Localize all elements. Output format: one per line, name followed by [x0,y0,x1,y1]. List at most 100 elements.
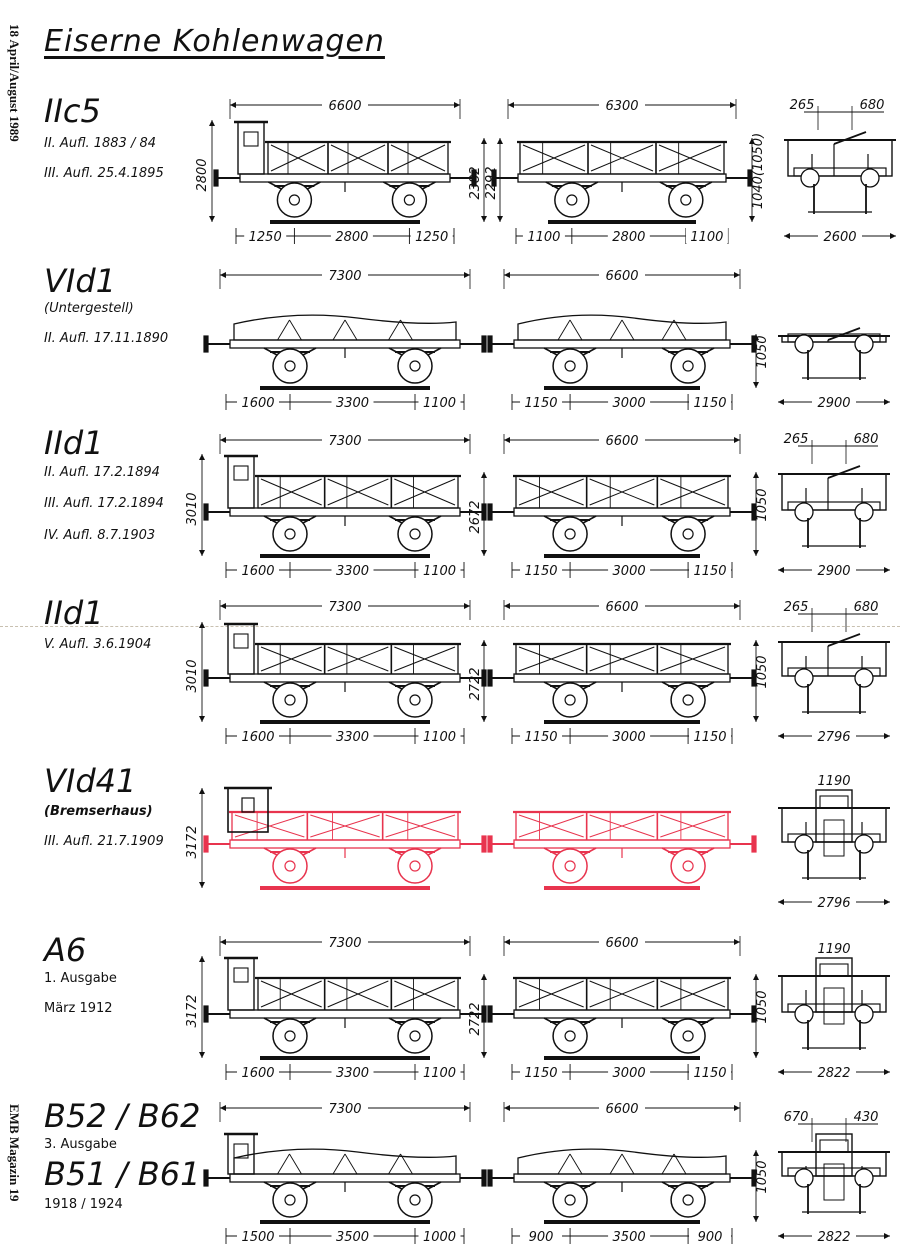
wheel [682,694,694,706]
drawing-line [344,319,358,341]
label-bg [818,227,862,243]
arrowhead [464,939,470,945]
drawing-line [609,319,623,341]
label-bg [599,932,645,948]
length-label: 7300 [328,936,361,951]
arrowhead [199,882,205,888]
drawing-line [400,1153,413,1175]
drawing-line [277,319,290,341]
label-bg [599,1098,645,1114]
height-label: 1050 [755,1160,770,1193]
drawing-line [569,319,583,341]
label-bg [237,1227,279,1243]
drawing-rect [203,1005,209,1023]
wheel [682,528,694,540]
drawing-line [660,478,726,506]
drawing-rect [203,503,209,521]
wheel [854,834,874,854]
rail [544,886,700,890]
label-bg [812,893,856,909]
arrowhead [734,272,740,278]
axle-label: 1500 [241,1230,274,1245]
end-top-label: 680 [860,98,885,113]
drawing-line [270,144,326,172]
height-label: 2800 [195,158,210,191]
drawing-line [658,144,722,172]
tarpaulin [517,1148,727,1175]
wheel [682,860,694,872]
label-bg [812,561,856,577]
wheel [854,1004,874,1024]
margin-header: 18 April/August 1989 [7,24,22,142]
drawing-line [569,1153,583,1175]
drawing-line [827,465,861,479]
drawing-line [609,1153,623,1175]
end-top-label: 430 [854,1110,879,1125]
axle-label: 1150 [524,1066,557,1081]
arrowhead [778,399,784,405]
wheel [409,1194,421,1206]
label-bg [689,727,732,743]
wheel [564,1030,576,1042]
label-bg [237,393,279,409]
height-label: 3010 [185,659,200,692]
wheel [800,168,820,188]
axle-label: 1150 [693,564,726,579]
label-bg [322,95,368,111]
end-width-label: 2796 [817,730,850,745]
wheel [794,834,814,854]
drawing-line [344,1153,358,1175]
drawing-rect [819,795,849,809]
drawing-line [327,646,389,672]
drawing-rect [213,169,219,187]
drawing-line [385,814,456,838]
wheel [284,694,296,706]
drawing-line [518,478,584,506]
drawing-line [518,814,584,838]
label-bg [812,1063,856,1079]
wheel [794,1004,814,1024]
rail [260,720,430,724]
drawing-rect [233,633,249,649]
axle-label: 2800 [335,230,368,245]
label-bg [330,227,373,243]
drawing-line [833,131,867,145]
wheel [564,528,576,540]
drawing-line [621,1153,635,1175]
end-width-label: 2822 [817,1230,850,1245]
label-bg [418,727,461,743]
drawing-rect [487,1169,493,1187]
rail [544,720,700,724]
label-bg [244,227,287,243]
label-bg [608,561,651,577]
drawing-line [394,646,456,672]
arrowhead [884,567,890,573]
wagon-code: IId1 [44,594,104,632]
wheel [403,194,415,206]
rail [544,1220,700,1224]
arrowhead [497,216,503,222]
drawing-line [330,144,386,172]
drawing-rect [239,173,451,183]
drawing-rect [481,835,487,853]
wheel [794,668,814,688]
arrowhead [464,437,470,443]
drawing-rect [203,835,209,853]
label-bg [237,1063,279,1079]
label-bg [599,265,645,281]
edition-line: 1. Ausgabe [44,971,117,986]
drawing-line [589,980,655,1008]
arrowhead [508,102,514,108]
arrowhead [753,382,759,388]
drawing-rect [823,987,845,1025]
label-bg [816,770,852,786]
drawing-rect [787,833,881,843]
drawing-rect [243,131,259,147]
arrowhead [753,1216,759,1222]
axle-label: 1250 [249,230,282,245]
drawing-rect [487,335,493,353]
drawing-rect [819,963,849,977]
